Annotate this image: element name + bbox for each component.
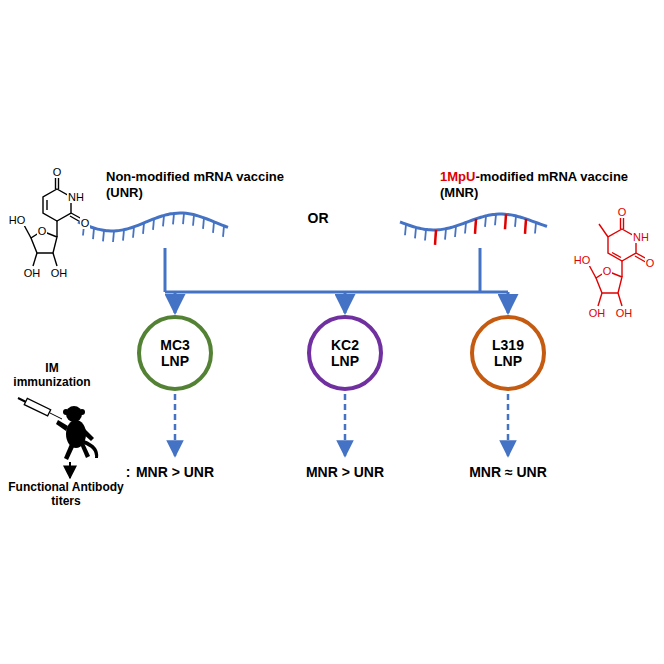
result-label: MNR > UNR [306, 464, 384, 480]
atom-label: O [645, 257, 656, 270]
separator: : [126, 464, 131, 480]
mrna-strand [78, 213, 228, 242]
atom-label: NH [632, 231, 650, 244]
lnp-circle: L319 LNP [470, 315, 546, 391]
atom-label: HO [8, 214, 27, 227]
result-label: MNR ≈ UNR [469, 464, 547, 480]
modification-label: 1MpU [440, 170, 475, 185]
readout-label: Functional Antibody titers [8, 481, 124, 509]
lnp-circle: MC3 LNP [137, 315, 213, 391]
vaccine-label: (MNR) [440, 186, 478, 201]
or-label: OR [308, 210, 329, 226]
result-label: MNR > UNR [136, 464, 214, 480]
mrna-strand [400, 214, 547, 245]
atom-label: O [617, 206, 628, 219]
syringe-icon [18, 398, 62, 419]
lnp-circle: KC2 LNP [307, 315, 383, 391]
vaccine-label: Non-modified mRNA vaccine [106, 170, 284, 185]
atom-label: OH [588, 307, 607, 320]
monkey-icon [56, 406, 98, 460]
vaccine-label: (UNR) [106, 186, 143, 201]
atom-label: OH [23, 267, 42, 280]
lnp-name: KC2 LNP [322, 337, 368, 369]
vaccine-label: -modified mRNA vaccine [475, 170, 628, 185]
lnp-name: L319 LNP [485, 337, 531, 369]
atom-label: O [52, 166, 63, 179]
lnp-name: MC3 LNP [152, 337, 198, 369]
route-label: IM immunization [6, 362, 98, 390]
flow-lines [70, 248, 508, 478]
atom-label: O [602, 265, 613, 278]
atom-label: O [37, 225, 48, 238]
atom-label: O [80, 217, 91, 230]
atom-label: HO [573, 254, 592, 267]
atom-label: NH [67, 191, 85, 204]
atom-label: OH [615, 307, 634, 320]
atom-label: OH [50, 267, 69, 280]
